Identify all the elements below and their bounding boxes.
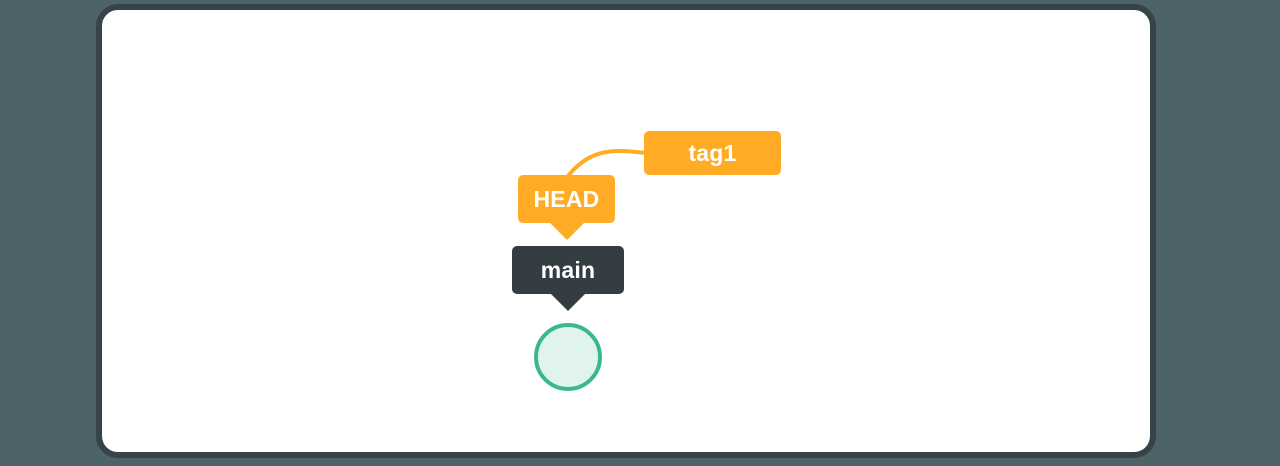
- tag-label-tag1[interactable]: tag1: [644, 131, 781, 175]
- graph-area: tag1 HEAD main: [102, 10, 1150, 452]
- branch-label-text: main: [540, 256, 596, 283]
- head-label-text: HEAD: [533, 185, 600, 212]
- branch-label-main[interactable]: main: [512, 246, 624, 311]
- head-label-tail-icon: [549, 223, 584, 240]
- graph-canvas-frame: tag1 HEAD main: [96, 4, 1156, 458]
- head-pointer-label[interactable]: HEAD: [518, 175, 615, 240]
- branch-label-tail-icon: [551, 294, 585, 311]
- connector-layer: [566, 148, 648, 178]
- connector-head-to-tag1: [566, 148, 648, 178]
- tag-label-text: tag1: [688, 139, 737, 166]
- commit-node-circle[interactable]: [534, 323, 602, 391]
